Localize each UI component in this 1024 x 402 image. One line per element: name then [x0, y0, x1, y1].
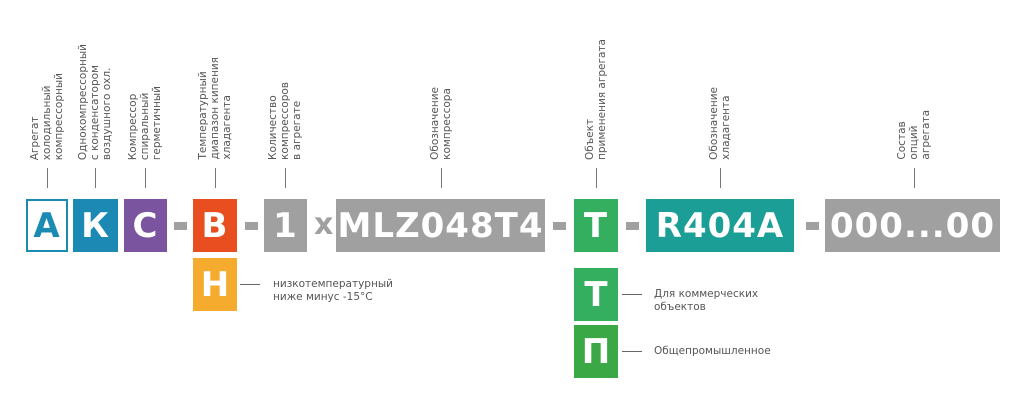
description-line: ниже минус -15°С — [273, 291, 373, 303]
label-line: воздушного охл. — [101, 67, 113, 160]
label-line: опций — [908, 125, 920, 160]
label-line: Компрессор — [127, 93, 139, 160]
label-line: диапазон кипения — [209, 57, 221, 160]
leader-line — [95, 168, 96, 188]
leader-line — [914, 168, 915, 188]
leader-line — [622, 351, 642, 352]
code-part-box: MLZ048T4 — [336, 199, 545, 252]
label-line: Температурный — [197, 71, 209, 160]
label-line: Обозначение — [429, 87, 441, 160]
code-part-box: А — [26, 199, 68, 252]
code-part-box: К — [73, 199, 118, 252]
description-line: объектов — [654, 301, 706, 313]
variant-box: П — [574, 325, 618, 378]
label-line: применения агрегата — [596, 39, 608, 160]
separator-dash — [806, 222, 819, 230]
description-line: Общепромышленное — [654, 345, 771, 357]
label-line: Обозначение — [708, 87, 720, 160]
code-part-box: Т — [574, 199, 618, 252]
label-line: герметичный — [151, 85, 163, 160]
label-line: в агрегате — [291, 100, 303, 160]
leader-line — [720, 168, 721, 188]
label-line: компрессора — [441, 88, 453, 160]
separator-dash — [245, 222, 258, 230]
leader-line — [596, 168, 597, 188]
leader-line — [240, 284, 260, 285]
separator-dash — [553, 222, 566, 230]
label-line: компрессоров — [279, 82, 291, 160]
separator-dash — [174, 222, 187, 230]
leader-line — [47, 168, 48, 188]
label-line: хладагента — [221, 95, 233, 160]
variant-box: Т — [574, 268, 618, 321]
label-line: Состав — [896, 121, 908, 160]
leader-line — [145, 168, 146, 188]
code-part-box: 1 — [264, 199, 307, 252]
code-part-box: 000...00 — [825, 199, 1000, 252]
label-line: Количество — [267, 95, 279, 160]
variant-description: Общепромышленное — [654, 345, 771, 358]
label-line: с конденсатором — [89, 64, 101, 160]
leader-line — [441, 168, 442, 188]
separator-dash — [626, 222, 639, 230]
multiplier-sign: x — [314, 207, 334, 242]
label-line: компрессорный — [53, 72, 65, 160]
leader-line — [215, 168, 216, 188]
label-line: холодильный — [41, 85, 53, 160]
variant-box: Н — [193, 258, 237, 311]
leader-line — [285, 168, 286, 188]
code-part-box: R404A — [646, 199, 794, 252]
label-line: агрегата — [920, 110, 932, 160]
description-line: низкотемпературный — [273, 278, 393, 290]
description-line: Для коммерческих — [654, 288, 759, 300]
label-line: хладагента — [720, 95, 732, 160]
code-part-box: В — [193, 199, 237, 252]
leader-line — [622, 294, 642, 295]
label-line: Объект — [584, 118, 596, 160]
label-line: Однокомпрессорный — [77, 43, 89, 160]
code-part-box: С — [124, 199, 167, 252]
label-line: спиральный — [139, 92, 151, 160]
label-line: Агрегат — [29, 116, 41, 160]
